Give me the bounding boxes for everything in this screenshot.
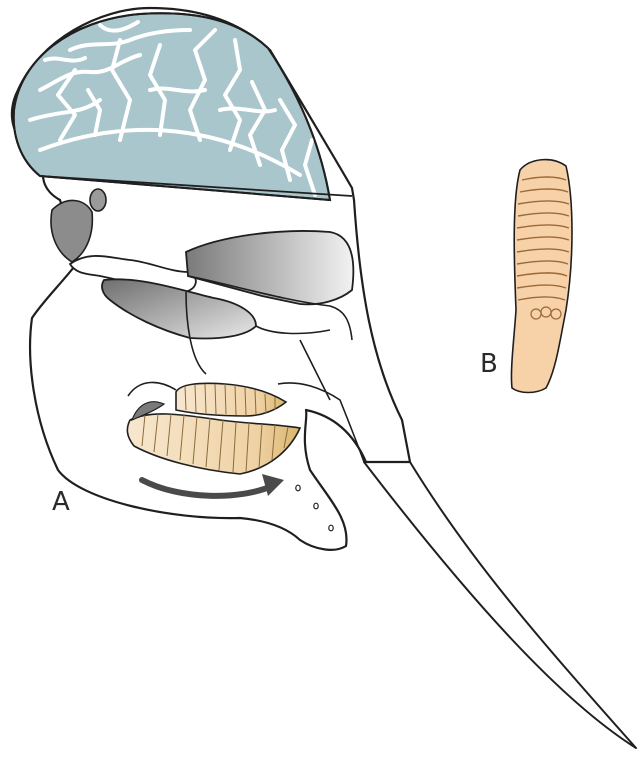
isolated-molar	[511, 160, 572, 393]
foramen	[90, 189, 106, 211]
molar-b-circles	[531, 307, 561, 319]
panel-label-b: B	[480, 351, 498, 377]
tusk	[364, 462, 636, 748]
panel-label-a: A	[52, 489, 70, 515]
